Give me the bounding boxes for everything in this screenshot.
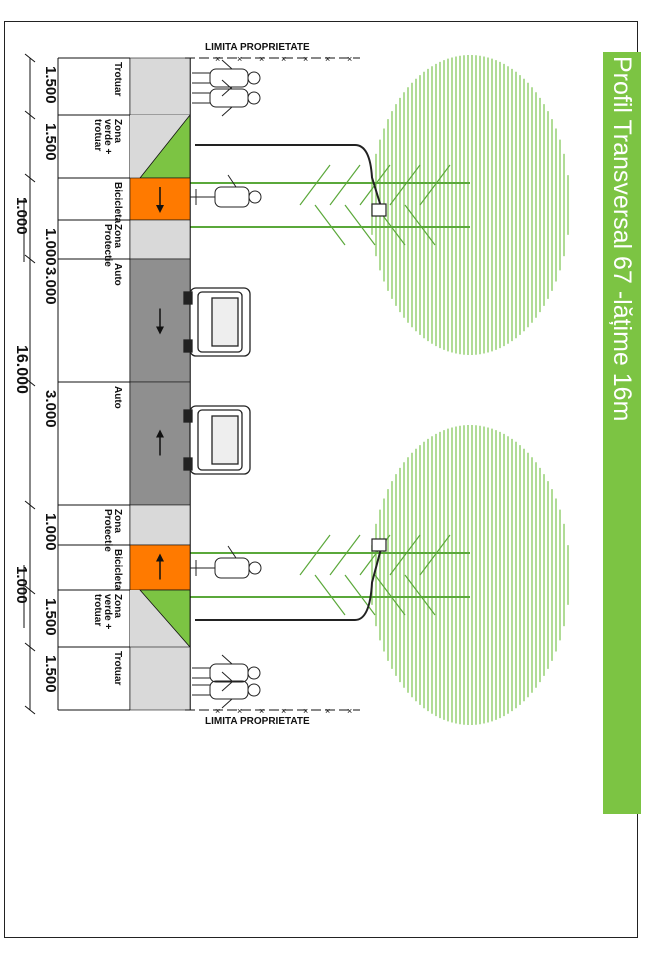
- tree-icon: [190, 55, 569, 355]
- segment-width-label: 1.500: [42, 598, 59, 636]
- dim-tick: [24, 500, 36, 510]
- property-limit-label: LIMITA PROPRIETATE: [205, 42, 310, 53]
- direction-arrow-icon: [156, 553, 164, 580]
- dim-tick: [24, 254, 36, 264]
- street-lamp-icon: [195, 144, 387, 217]
- limit-x-mark: ×: [303, 54, 308, 64]
- dimensions-layer: 1.5001.5001.0003.0003.0001.0001.5001.500…: [13, 53, 59, 715]
- segment-label: Trotuar: [112, 62, 123, 97]
- segment-fill: [129, 504, 191, 546]
- segment-fill: [129, 219, 191, 260]
- cyclist-icon: [190, 174, 262, 208]
- trees-layer: [190, 55, 569, 725]
- green-verge: [139, 589, 191, 649]
- dim-tick: [24, 173, 36, 183]
- direction-arrow-icon: [156, 429, 164, 456]
- segment-label: ZonaProtectie: [102, 224, 123, 267]
- cyclist-icon: [190, 545, 262, 579]
- offset-width-label: 1.000: [13, 566, 30, 604]
- limit-x-mark: ×: [281, 706, 286, 716]
- limit-x-mark: ×: [215, 54, 220, 64]
- segment-width-label: 1.000: [42, 228, 59, 266]
- title-banner: Profil Transversal 67 -lățime 16m: [603, 52, 641, 814]
- limit-x-mark: ×: [303, 706, 308, 716]
- segment-label: Auto: [112, 386, 123, 409]
- pedestrian-icon: [192, 671, 261, 709]
- street-lamp-icon: [195, 538, 387, 621]
- segment-label: Zonaverde +trotuar: [92, 594, 123, 629]
- limit-x-mark: ×: [325, 706, 330, 716]
- limit-x-mark: ×: [325, 54, 330, 64]
- dim-tick: [24, 377, 36, 387]
- car-icon: [183, 405, 251, 475]
- limit-x-mark: ×: [237, 706, 242, 716]
- segment-width-label: 1.500: [42, 66, 59, 104]
- segment-label: Bicicleta: [112, 182, 123, 224]
- pedestrian-icon: [192, 79, 261, 117]
- segment-width-label: 1.500: [42, 123, 59, 161]
- dim-tick: [24, 642, 36, 652]
- pedestrian-icon: [192, 654, 261, 692]
- segment-label: Bicicleta: [112, 549, 123, 591]
- segment-width-label: 3.000: [42, 390, 59, 428]
- direction-arrow-icon: [156, 308, 164, 335]
- segment-label: ZonaProtectie: [102, 509, 123, 552]
- property-limit-label: LIMITA PROPRIETATE: [205, 716, 310, 727]
- pedestrian-icon: [192, 59, 261, 97]
- total-width-label: 16.000: [13, 345, 30, 394]
- segment-width-label: 1.000: [42, 513, 59, 551]
- page-title: Profil Transversal 67 -lățime 16m: [608, 56, 636, 422]
- limit-x-mark: ×: [215, 706, 220, 716]
- limit-x-mark: ×: [259, 706, 264, 716]
- segment-label: Trotuar: [112, 651, 123, 686]
- objects-layer: ×××××××LIMITA PROPRIETATE×××××××LIMITA P…: [183, 42, 387, 727]
- offset-width-label: 1.000: [13, 197, 30, 235]
- limit-x-mark: ×: [281, 54, 286, 64]
- segment-label: Auto: [112, 263, 123, 286]
- limit-x-mark: ×: [347, 54, 352, 64]
- road-strip: [57, 57, 191, 711]
- dim-tick: [24, 53, 36, 63]
- segment-width-label: 3.000: [42, 267, 59, 305]
- dim-tick: [24, 585, 36, 595]
- segment-fill: [129, 57, 191, 116]
- dim-tick: [24, 110, 36, 120]
- direction-arrow-icon: [156, 187, 164, 213]
- car-icon: [183, 287, 251, 357]
- segment-label: Zonaverde +trotuar: [92, 119, 123, 154]
- segment-width-label: 1.500: [42, 655, 59, 693]
- limit-x-mark: ×: [347, 706, 352, 716]
- limit-x-mark: ×: [259, 54, 264, 64]
- limit-x-mark: ×: [237, 54, 242, 64]
- segment-fill: [129, 646, 191, 711]
- dim-tick: [24, 705, 36, 715]
